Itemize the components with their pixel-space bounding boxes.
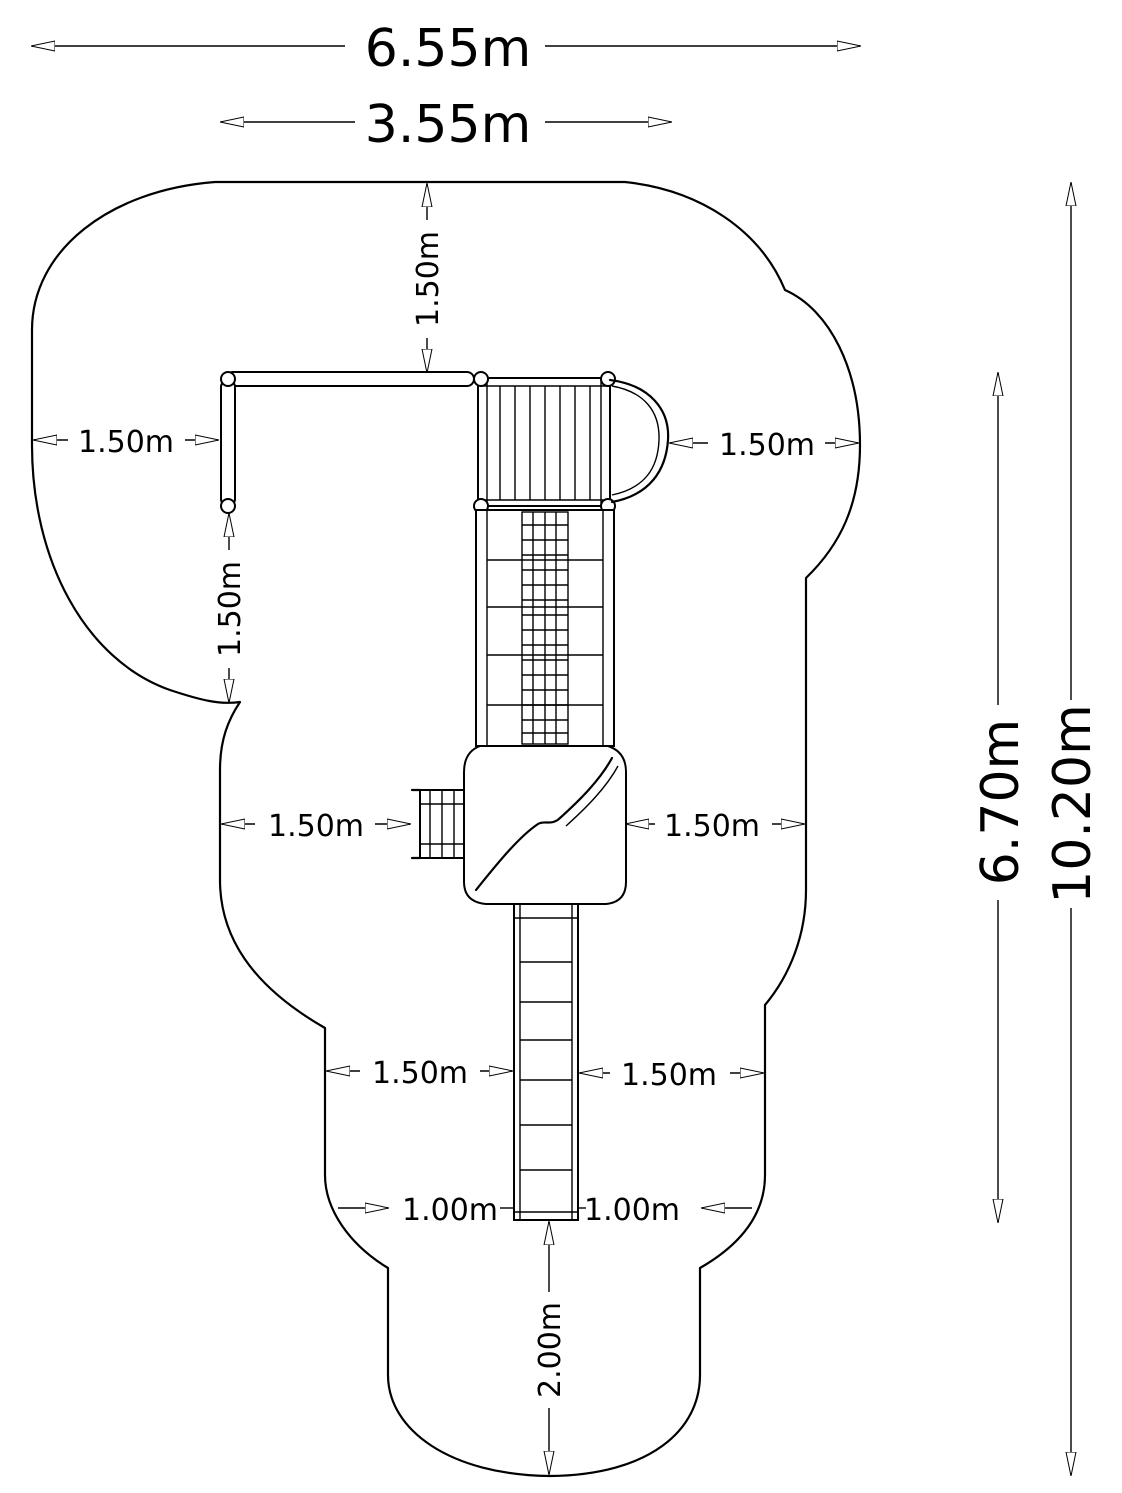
label-exit-left: 1.00m	[402, 1193, 498, 1228]
label-clearance-right-slide: 1.50m	[621, 1058, 717, 1093]
dim-clearance-left-upper: 1.50m	[34, 425, 218, 460]
dim-clearance-left-middle: 1.50m	[222, 809, 410, 844]
label-overall-length: 10.20m	[1043, 704, 1103, 904]
label-structure-width: 3.55m	[365, 95, 531, 155]
label-clearance-top: 1.50m	[411, 231, 446, 327]
label-clearance-left-middle: 1.50m	[268, 809, 364, 844]
label-clearance-right-middle: 1.50m	[664, 809, 760, 844]
label-exit-right: 1.00m	[584, 1193, 680, 1228]
dim-clearance-left-bar-down: 1.50m	[213, 514, 248, 702]
label-clearance-left-bar-down: 1.50m	[213, 561, 248, 657]
label-structure-length: 6.70m	[971, 719, 1031, 885]
horizontal-bar	[220, 371, 475, 514]
dim-slide-runout: 2.00m	[533, 1222, 568, 1474]
lower-platform	[463, 745, 627, 905]
climbing-net	[475, 509, 615, 747]
dim-clearance-right-slide: 1.50m	[580, 1058, 763, 1093]
side-step	[410, 788, 465, 860]
tower-arch	[608, 378, 670, 504]
dim-clearance-top: 1.50m	[411, 184, 446, 372]
label-clearance-left-slide: 1.50m	[372, 1056, 468, 1091]
safety-zone-outline	[30, 180, 862, 1478]
dim-structure-width: 3.55m	[221, 95, 671, 155]
dim-overall-length: 10.20m	[1043, 183, 1103, 1475]
label-slide-runout: 2.00m	[533, 1302, 568, 1398]
tower-platform	[473, 371, 616, 514]
dim-structure-length: 6.70m	[971, 373, 1031, 1222]
dim-clearance-right-middle: 1.50m	[626, 809, 804, 844]
dim-clearance-left-slide: 1.50m	[327, 1056, 512, 1091]
dim-overall-width: 6.55m	[32, 19, 860, 79]
dim-clearance-right-upper: 1.50m	[670, 428, 858, 463]
label-clearance-left-upper: 1.50m	[78, 425, 174, 460]
slide	[513, 903, 579, 1221]
dim-exit-right: 1.00m	[578, 1193, 752, 1228]
dim-exit-left: 1.00m	[338, 1193, 514, 1228]
label-overall-width: 6.55m	[365, 19, 531, 79]
label-clearance-right-upper: 1.50m	[719, 428, 815, 463]
